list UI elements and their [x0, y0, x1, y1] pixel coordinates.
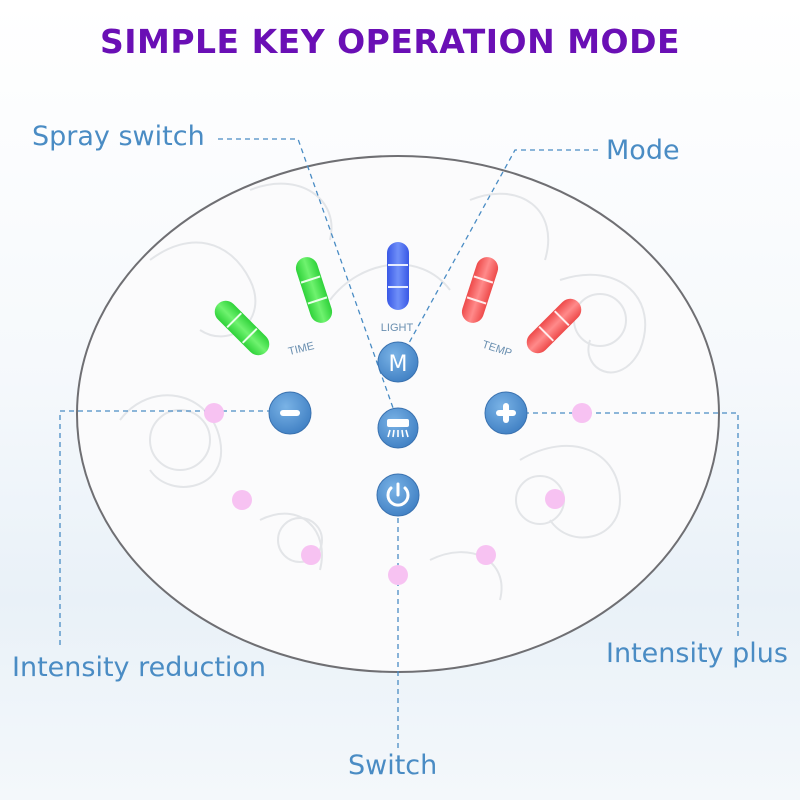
time-indicator-1: [214, 300, 270, 356]
leader-intensity-plus: [506, 412, 739, 638]
plus-icon: [496, 403, 516, 423]
intensity-dot: [301, 545, 321, 565]
time-indicator-2: [295, 257, 333, 323]
light-indicator: [387, 242, 409, 310]
callout-mode: Mode: [606, 135, 680, 166]
spray-icon: [387, 419, 409, 438]
mode-button[interactable]: M: [377, 341, 419, 383]
minus-icon: [280, 410, 300, 416]
mode-button-label: M: [389, 352, 408, 377]
temp-indicator-2: [526, 298, 582, 354]
callout-intensity-reduction: Intensity reduction: [12, 652, 267, 683]
callout-intensity-plus: Intensity plus: [606, 638, 788, 669]
intensity-dot: [476, 545, 496, 565]
intensity-dot: [232, 490, 252, 510]
intensity-dot: [204, 403, 224, 423]
power-switch-button[interactable]: [376, 473, 420, 517]
page-title: SIMPLE KEY OPERATION MODE: [99, 22, 681, 61]
temp-indicator-1: [461, 257, 499, 323]
callout-switch: Switch: [348, 750, 438, 781]
rose-pattern: [119, 182, 647, 601]
intensity-dot: [545, 489, 565, 509]
leader-mode: [403, 149, 598, 353]
time-indicator-group: [214, 257, 333, 356]
temp-indicator-group: [461, 257, 582, 354]
power-icon: [386, 482, 410, 507]
intensity-minus-button[interactable]: [268, 391, 312, 435]
spray-switch-button[interactable]: [377, 407, 419, 449]
intensity-dot: [388, 565, 408, 585]
intensity-dot: [572, 403, 592, 423]
intensity-dots: [204, 403, 592, 585]
intensity-plus-button[interactable]: [484, 391, 528, 435]
leader-spray-switch: [218, 138, 399, 423]
callout-spray-switch: Spray switch: [32, 121, 205, 152]
label-light: LIGHT: [381, 322, 414, 334]
